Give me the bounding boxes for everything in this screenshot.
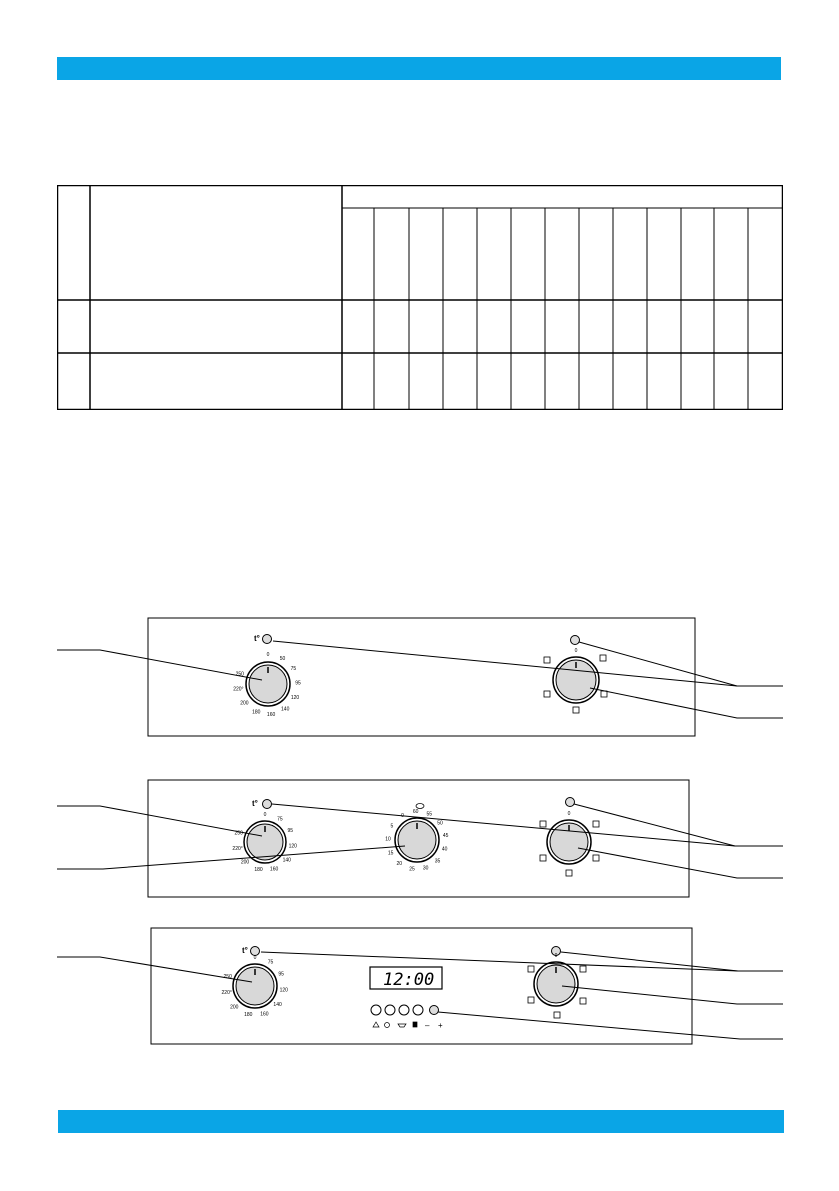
minus-label: – [425,1021,430,1030]
panel-b-temp-scale-label: 160 [270,867,279,873]
panel-b-power-lamp [565,797,575,807]
panel-b-timer-scale-label: 35 [435,859,441,865]
panel-c-temp-scale-label: 220° [222,990,232,996]
panel-c-mode-scale-label: 0 [555,953,558,959]
panel-c-temp-scale-label: 200 [230,1004,239,1010]
panel-b-temp-scale-label: 220° [232,846,242,852]
panel-b-temp-symbol: t° [252,799,258,808]
panel-b-mode-scale-label: 0 [568,811,571,817]
panel-c-button-1[interactable] [370,1004,382,1016]
panel-a-temp-scale-label: 200 [240,701,249,707]
panel-c-temperature-knob[interactable] [232,963,278,1009]
panel-c-temp-scale-label: 250 [224,974,233,980]
panel-b-thermostat-lamp [262,799,272,809]
panel-c-temp-scale-label: 120 [280,987,289,993]
panel-b-mode-knob[interactable] [546,819,592,865]
panel-b-temp-scale-label: 180 [254,867,263,873]
panel-c-power-lamp [551,946,561,956]
clock-display: 12:00 [383,970,434,990]
panel-c-button-5[interactable] [429,1005,439,1015]
panel-b-timer-scale-label: 40 [442,847,448,853]
panel-c-temp-symbol: t° [242,946,248,955]
panel-c-frame [150,927,693,1045]
panel-a-temp-scale-label: 250 [236,672,245,678]
panel-a-mode-icons [543,654,608,714]
panel-b-timer-scale-label: 15 [388,850,394,856]
panel-a-temp-scale-label: 160 [267,712,276,718]
panel-b-temp-scale-label: 75 [277,816,283,822]
panel-a-temp-symbol: t° [254,634,260,643]
panel-b-temp-scale-label: 140 [283,858,292,864]
panel-b-timer-scale-label: 50 [437,820,443,826]
panel-a-temp-scale-label: 120 [291,695,300,701]
panel-b-timer-scale-label: 55 [427,812,433,818]
panel-a-temp-scale-label: 50 [280,656,286,662]
panel-c-mode-icons [527,965,587,1019]
panel-a-thermostat-lamp [262,634,272,644]
panel-b-mode-icons [539,820,600,877]
panel-b-frame [147,779,690,898]
panel-a-frame [147,617,696,737]
panel-b-timer-scale-label: 25 [409,867,415,873]
panel-a-power-lamp [570,635,580,645]
panel-c-temp-scale-label: 160 [260,1011,269,1017]
panel-b-timer-scale-label: 60 [413,809,419,815]
panel-b-temp-scale-label: 0 [264,812,267,818]
panel-c-buttons [370,1004,439,1016]
panel-a-temp-scale-label: 75 [291,666,297,672]
panel-c-temp-scale-label: 180 [244,1012,253,1018]
panel-c-button-2[interactable] [384,1004,396,1016]
clock-display-frame [369,966,443,990]
panel-a-temp-scale-label: 0 [267,652,270,658]
leader-lines [57,640,783,1040]
panel-b-temp-scale-label: 250 [235,830,244,836]
panel-a-temp-scale-label: 140 [281,707,290,713]
panel-b-temp-scale-label: 95 [288,828,294,834]
panel-c-temp-scale-label: 0 [254,955,257,961]
panel-a-mode-knob[interactable] [552,656,600,704]
panel-c-thermostat-lamp [250,946,260,956]
panel-c-temp-scale-label: 95 [278,972,284,978]
panel-c-mode-knob[interactable] [533,961,579,1007]
top-accent-bar [57,57,781,80]
panel-c-button-icons [372,1021,418,1028]
panel-a-temp-scale-label: 180 [252,710,261,716]
panel-b-temperature-knob[interactable] [243,820,287,864]
panel-a-temp-scale-label: 220° [233,687,243,693]
plus-label: + [438,1021,443,1030]
panel-c-button-4[interactable] [412,1004,424,1016]
panel-b-timer-scale-label: 45 [443,833,449,839]
panel-b-timer-scale-label: 20 [397,861,403,867]
spec-table [57,185,783,410]
panel-b-timer-scale-label: 10 [385,837,391,843]
panel-c-temp-scale-label: 75 [268,960,274,966]
panel-b-timer-knob[interactable] [394,817,440,863]
panel-b-temp-scale-label: 200 [241,860,250,866]
panel-a-mode-scale-label: 0 [575,648,578,654]
panel-a-temp-scale-label: 95 [295,680,301,686]
panel-b-temp-scale-label: 120 [289,843,298,849]
bottom-accent-bar [58,1110,784,1133]
panel-a-temperature-knob[interactable] [245,661,291,707]
panel-c-temp-scale-label: 140 [273,1002,282,1008]
panel-b-timer-scale-label: 5 [391,824,394,830]
panel-b-timer-icon [415,803,425,809]
panel-b-timer-scale-label: 30 [423,866,429,872]
panel-c-button-3[interactable] [398,1004,410,1016]
